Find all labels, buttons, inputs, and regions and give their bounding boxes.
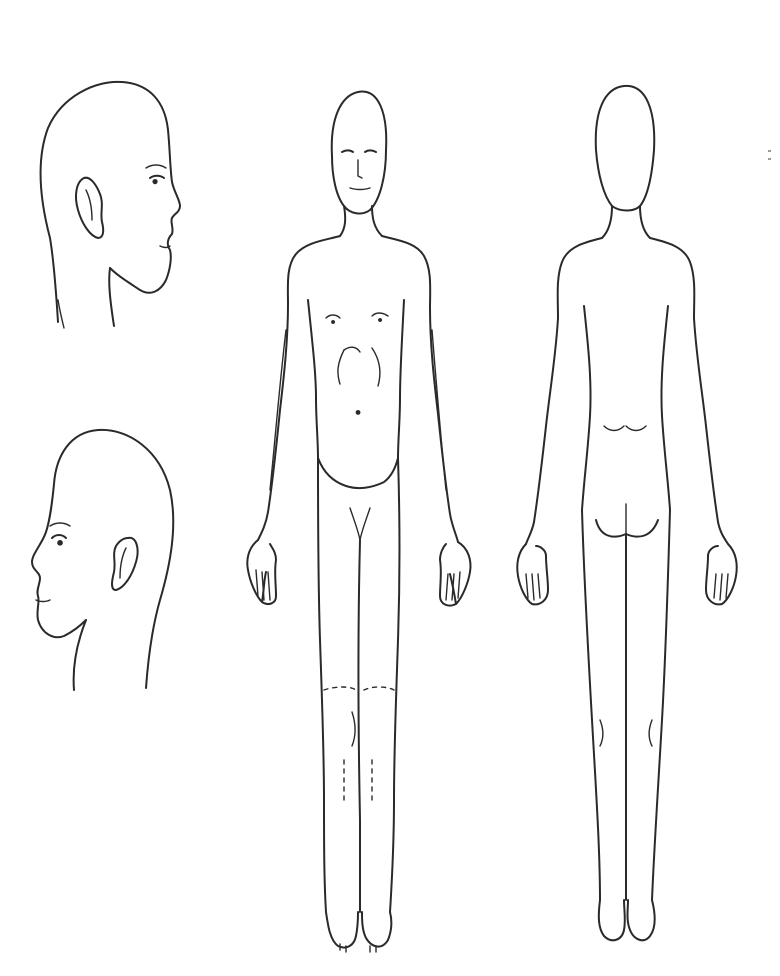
head-profile-left-icon [32,430,173,690]
head-profile-right-icon [41,82,180,328]
body-front-view-icon [247,92,470,952]
body-back-view-icon [517,86,736,940]
scan-mark [768,150,771,160]
